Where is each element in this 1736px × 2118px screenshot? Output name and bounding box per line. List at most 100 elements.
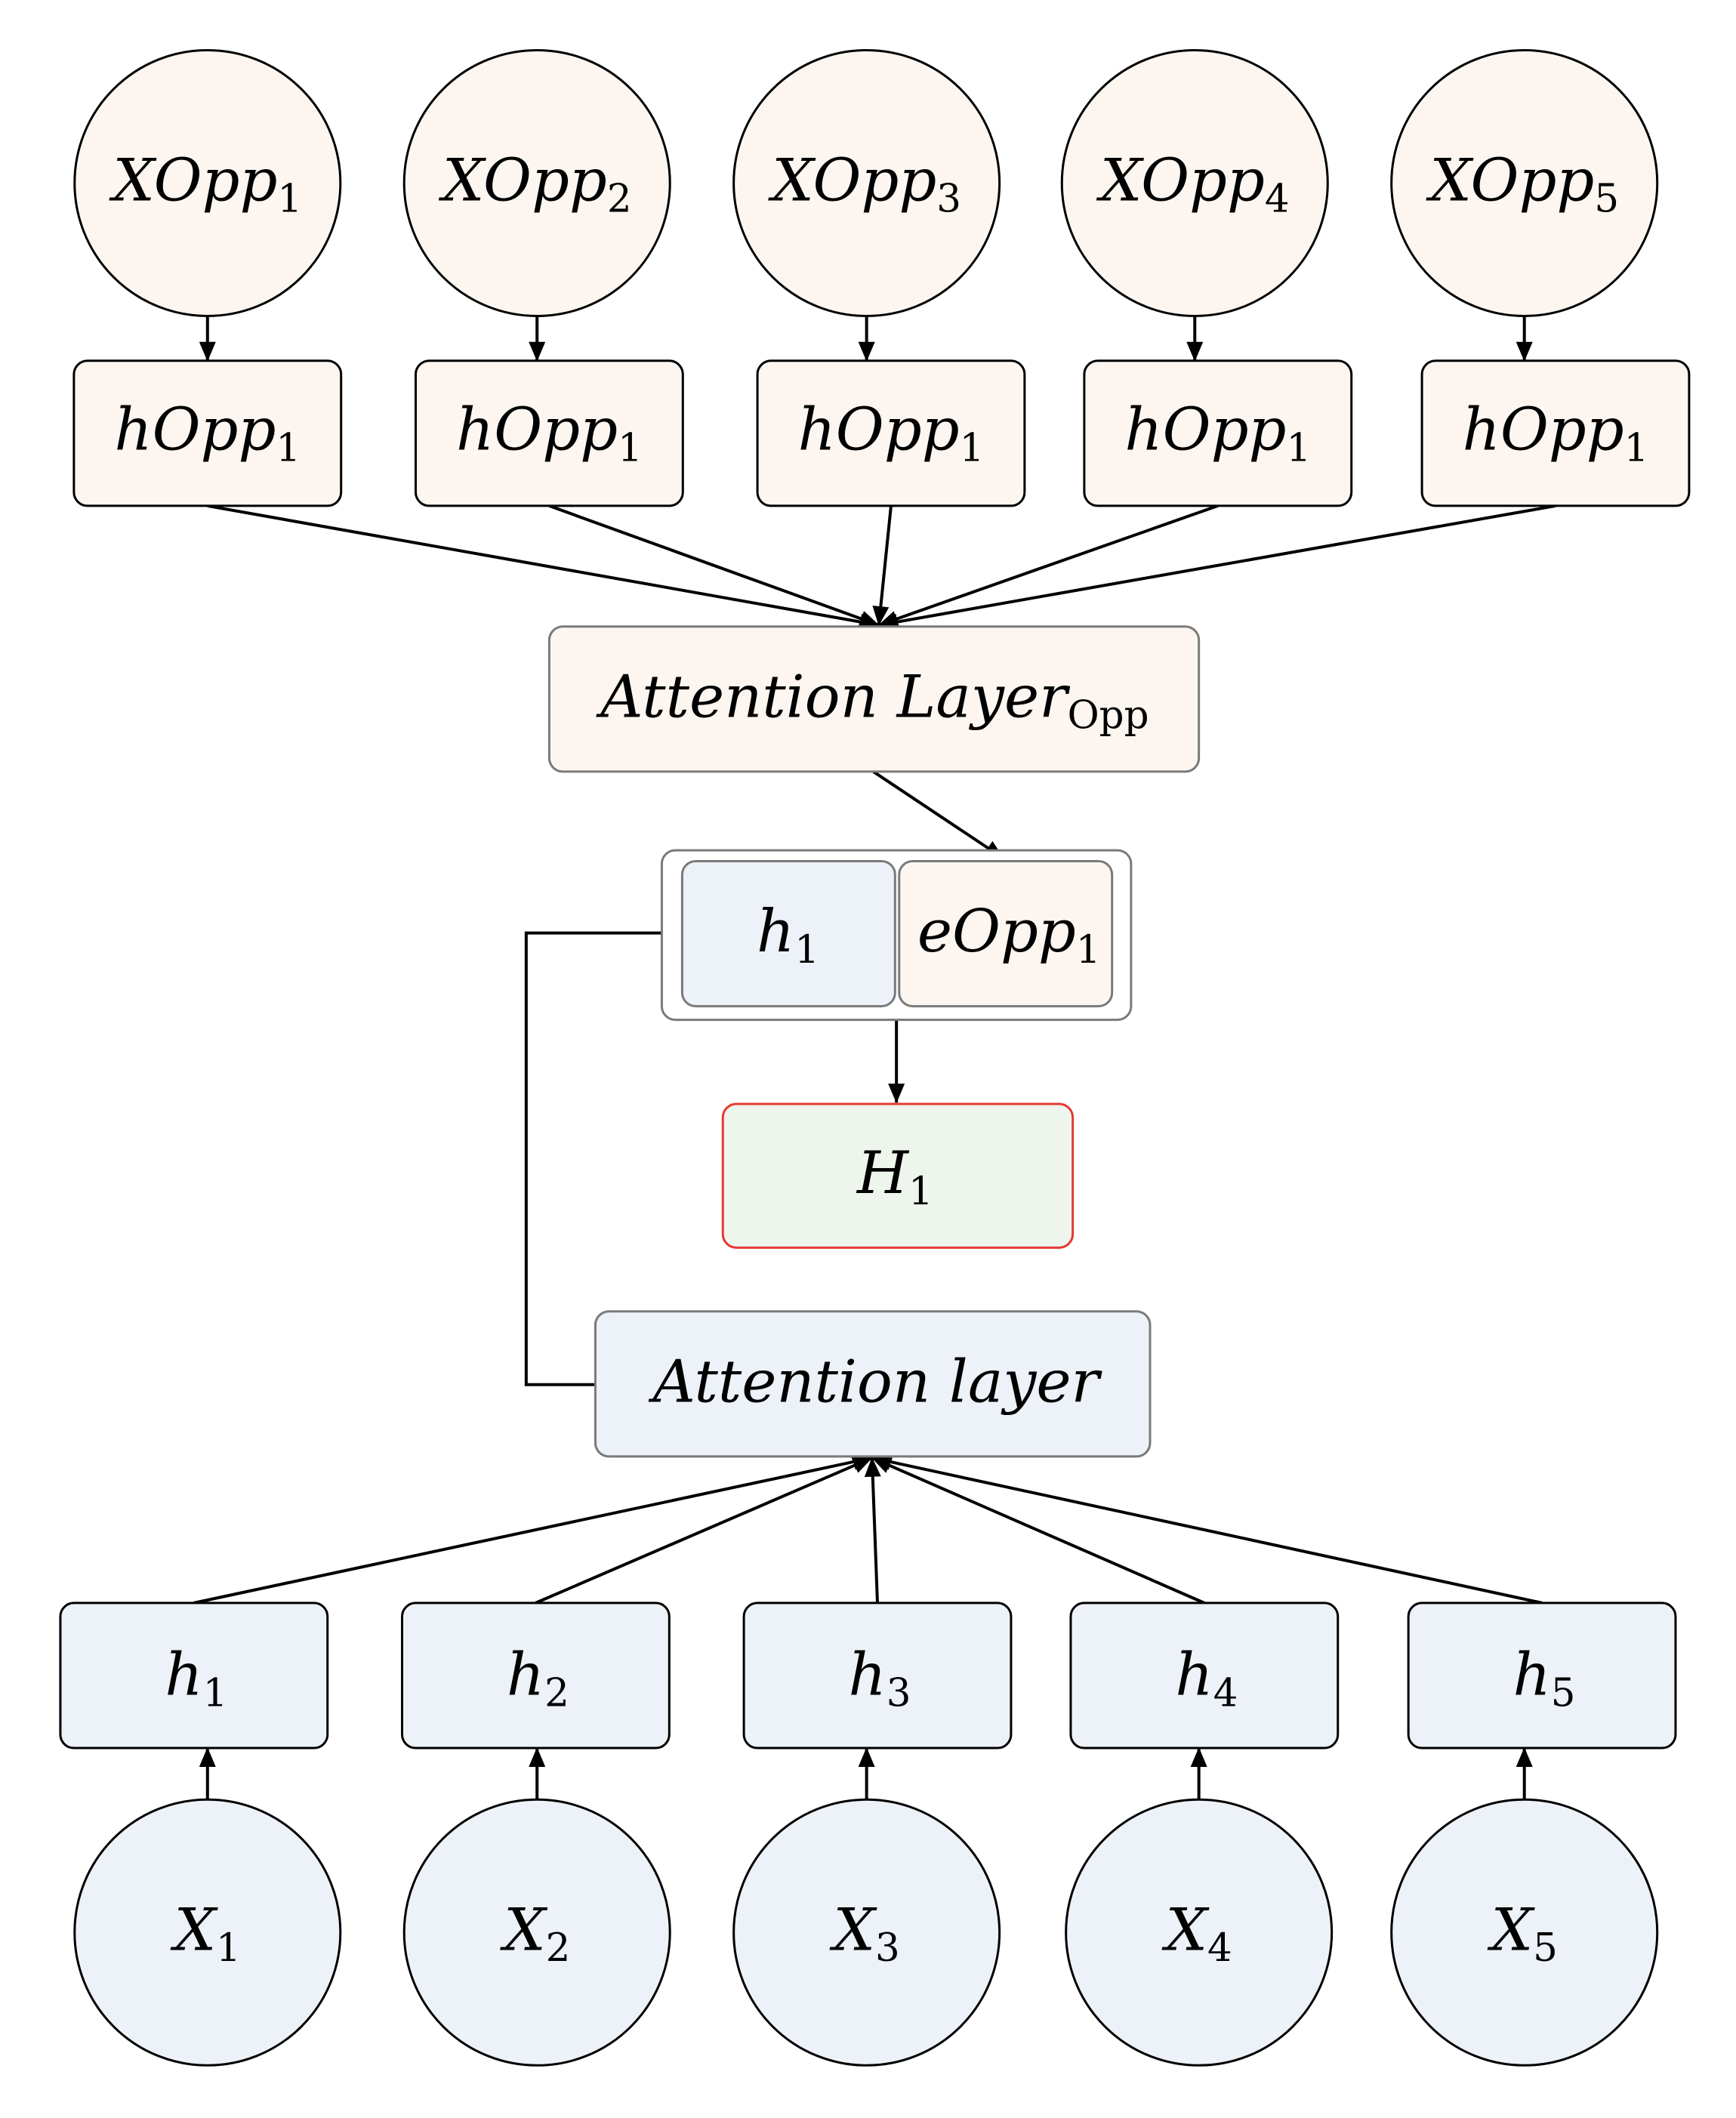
- opp-hidden-box-2: [414, 359, 684, 507]
- main-input-node-3: [732, 1798, 1001, 2067]
- main-hidden-to-attention-arrow-1: [193, 1454, 873, 1605]
- opp-hidden-to-attention-arrow-5: [877, 504, 1556, 630]
- attention-to-concat-feedback-arrow: [524, 924, 682, 1386]
- opp-hidden-label-3: hOpp1: [798, 396, 985, 470]
- opp-hidden-label-3-subscript: 1: [960, 425, 985, 470]
- opp-input-node-5: [1390, 48, 1659, 317]
- main-hidden-to-attention-arrow-3: [864, 1457, 881, 1603]
- opp-input-label-1: XOpp1: [108, 146, 302, 221]
- opp-attention-layer-label-subscript: Opp: [1067, 692, 1149, 738]
- edges-layer: [193, 316, 1556, 1800]
- main-input-node-5: [1390, 1798, 1659, 2067]
- main-input-label-3-subscript: 3: [875, 1925, 900, 1971]
- opp-input-label-5-base: XOpp: [1425, 146, 1594, 214]
- opp-input-label-5: XOpp5: [1425, 146, 1619, 221]
- main-input-label-4-subscript: 4: [1207, 1925, 1232, 1971]
- opp-hidden-label-4-base: hOpp: [1124, 396, 1286, 464]
- concat-h1-label-base: h: [757, 898, 794, 966]
- main-hidden-to-attention-arrow-4: [871, 1456, 1205, 1605]
- main-input-node-1: [73, 1798, 342, 2067]
- opp-input-label-1-base: XOpp: [108, 146, 277, 214]
- main-hidden-to-attention-arrow-2: [535, 1456, 873, 1605]
- main-hidden-box-2: [401, 1602, 671, 1750]
- opp-hidden-box-5: [1420, 359, 1691, 507]
- main-hidden-label-5-base: h: [1513, 1641, 1551, 1709]
- main-input-label-3-base: X: [829, 1896, 878, 1964]
- main-input-label-4: X4: [1161, 1896, 1232, 1971]
- opp-input-label-2-subscript: 2: [607, 176, 632, 221]
- main-hidden-label-2: h2: [507, 1641, 569, 1716]
- concat-eopp1-label: eOpp1: [917, 898, 1101, 973]
- opp-input-node-3: [732, 48, 1001, 317]
- opp-input-label-4-subscript: 4: [1265, 176, 1290, 221]
- opp-input-label-2-base: XOpp: [438, 146, 607, 214]
- opp-input-label-3: XOpp3: [767, 146, 961, 221]
- main-hidden-box-1: [59, 1602, 329, 1750]
- main-hidden-label-3: h3: [849, 1641, 911, 1716]
- opp-hidden-box-4: [1083, 359, 1353, 507]
- output-H1-label: H1: [856, 1139, 933, 1213]
- opp-input-label-3-base: XOpp: [767, 146, 936, 214]
- main-input-label-1: X1: [170, 1896, 241, 1971]
- main-hidden-label-3-subscript: 3: [887, 1670, 911, 1716]
- opp-hidden-to-attention-arrow-2: [548, 504, 880, 627]
- concat-h1-box: [680, 859, 896, 1008]
- opp-hidden-label-5: hOpp1: [1463, 396, 1649, 470]
- concat-h1-label: h1: [757, 898, 819, 973]
- opp-attention-layer-box: [547, 625, 1201, 773]
- concat-eopp1-box: [898, 859, 1114, 1008]
- opp-hidden-label-5-base: hOpp: [1463, 396, 1624, 464]
- main-hidden-label-4-subscript: 4: [1213, 1670, 1238, 1716]
- opp-hidden-label-2: hOpp1: [456, 396, 643, 470]
- main-input-label-2: X2: [499, 1896, 570, 1971]
- main-hidden-label-2-subscript: 2: [544, 1670, 569, 1716]
- main-input-node-4: [1065, 1798, 1334, 2067]
- opp-hidden-box-1: [72, 359, 343, 507]
- main-hidden-label-4: h4: [1175, 1641, 1238, 1716]
- main-input-label-3: X3: [829, 1896, 900, 1971]
- main-input-label-5: X5: [1487, 1896, 1558, 1971]
- opp-input-node-4: [1060, 48, 1329, 317]
- opp-attention-layer-label-base: Attention Layer: [596, 663, 1071, 731]
- concat-eopp1-label-subscript: 1: [1076, 927, 1101, 973]
- main-hidden-to-attention-arrow-5: [871, 1454, 1543, 1605]
- opp-input-label-4: XOpp4: [1096, 146, 1290, 221]
- concat-h1-label-subscript: 1: [794, 927, 819, 973]
- main-attention-layer-box: [594, 1310, 1152, 1458]
- opp-hidden-label-1: hOpp1: [114, 396, 301, 470]
- main-input-label-1-subscript: 1: [216, 1925, 241, 1971]
- opp-input-node-1: [73, 48, 342, 317]
- opp-input-node-2: [402, 48, 671, 317]
- opp-hidden-label-4: hOpp1: [1124, 396, 1311, 470]
- concat-eopp1-label-base: eOpp: [917, 898, 1076, 966]
- main-hidden-box-3: [742, 1602, 1013, 1750]
- opp-hidden-to-attention-arrow-3: [872, 505, 893, 626]
- output-H1-label-base: H: [856, 1139, 910, 1207]
- main-hidden-label-1-base: h: [165, 1641, 202, 1709]
- opp-input-label-1-subscript: 1: [277, 176, 302, 221]
- main-hidden-box-5: [1407, 1602, 1677, 1750]
- main-hidden-label-4-base: h: [1175, 1641, 1213, 1709]
- opp-input-label-5-subscript: 5: [1594, 176, 1619, 221]
- output-H1-label-subscript: 1: [908, 1168, 933, 1213]
- main-input-label-5-base: X: [1487, 1896, 1536, 1964]
- opp-hidden-to-attention-arrow-4: [877, 504, 1219, 627]
- main-hidden-box-4: [1069, 1602, 1340, 1750]
- opp-hidden-label-1-subscript: 1: [276, 425, 301, 470]
- main-hidden-label-1: h1: [165, 1641, 227, 1716]
- opp-hidden-label-2-subscript: 1: [618, 425, 643, 470]
- main-hidden-label-5: h5: [1513, 1641, 1576, 1716]
- main-input-label-2-base: X: [499, 1896, 548, 1964]
- opp-input-label-3-subscript: 3: [936, 176, 961, 221]
- opp-hidden-box-3: [756, 359, 1026, 507]
- opp-hidden-to-attention-arrow-1: [207, 504, 880, 630]
- opp-hidden-label-4-subscript: 1: [1286, 425, 1311, 470]
- opp-attention-layer-label: Attention LayerOpp: [596, 663, 1149, 738]
- main-hidden-label-5-subscript: 5: [1551, 1670, 1576, 1716]
- opp-attention-to-concat-arrow: [872, 770, 1005, 860]
- opp-hidden-label-1-base: hOpp: [114, 396, 276, 464]
- opp-input-label-4-base: XOpp: [1096, 146, 1265, 214]
- main-attention-layer-label-base: Attention layer: [649, 1348, 1103, 1416]
